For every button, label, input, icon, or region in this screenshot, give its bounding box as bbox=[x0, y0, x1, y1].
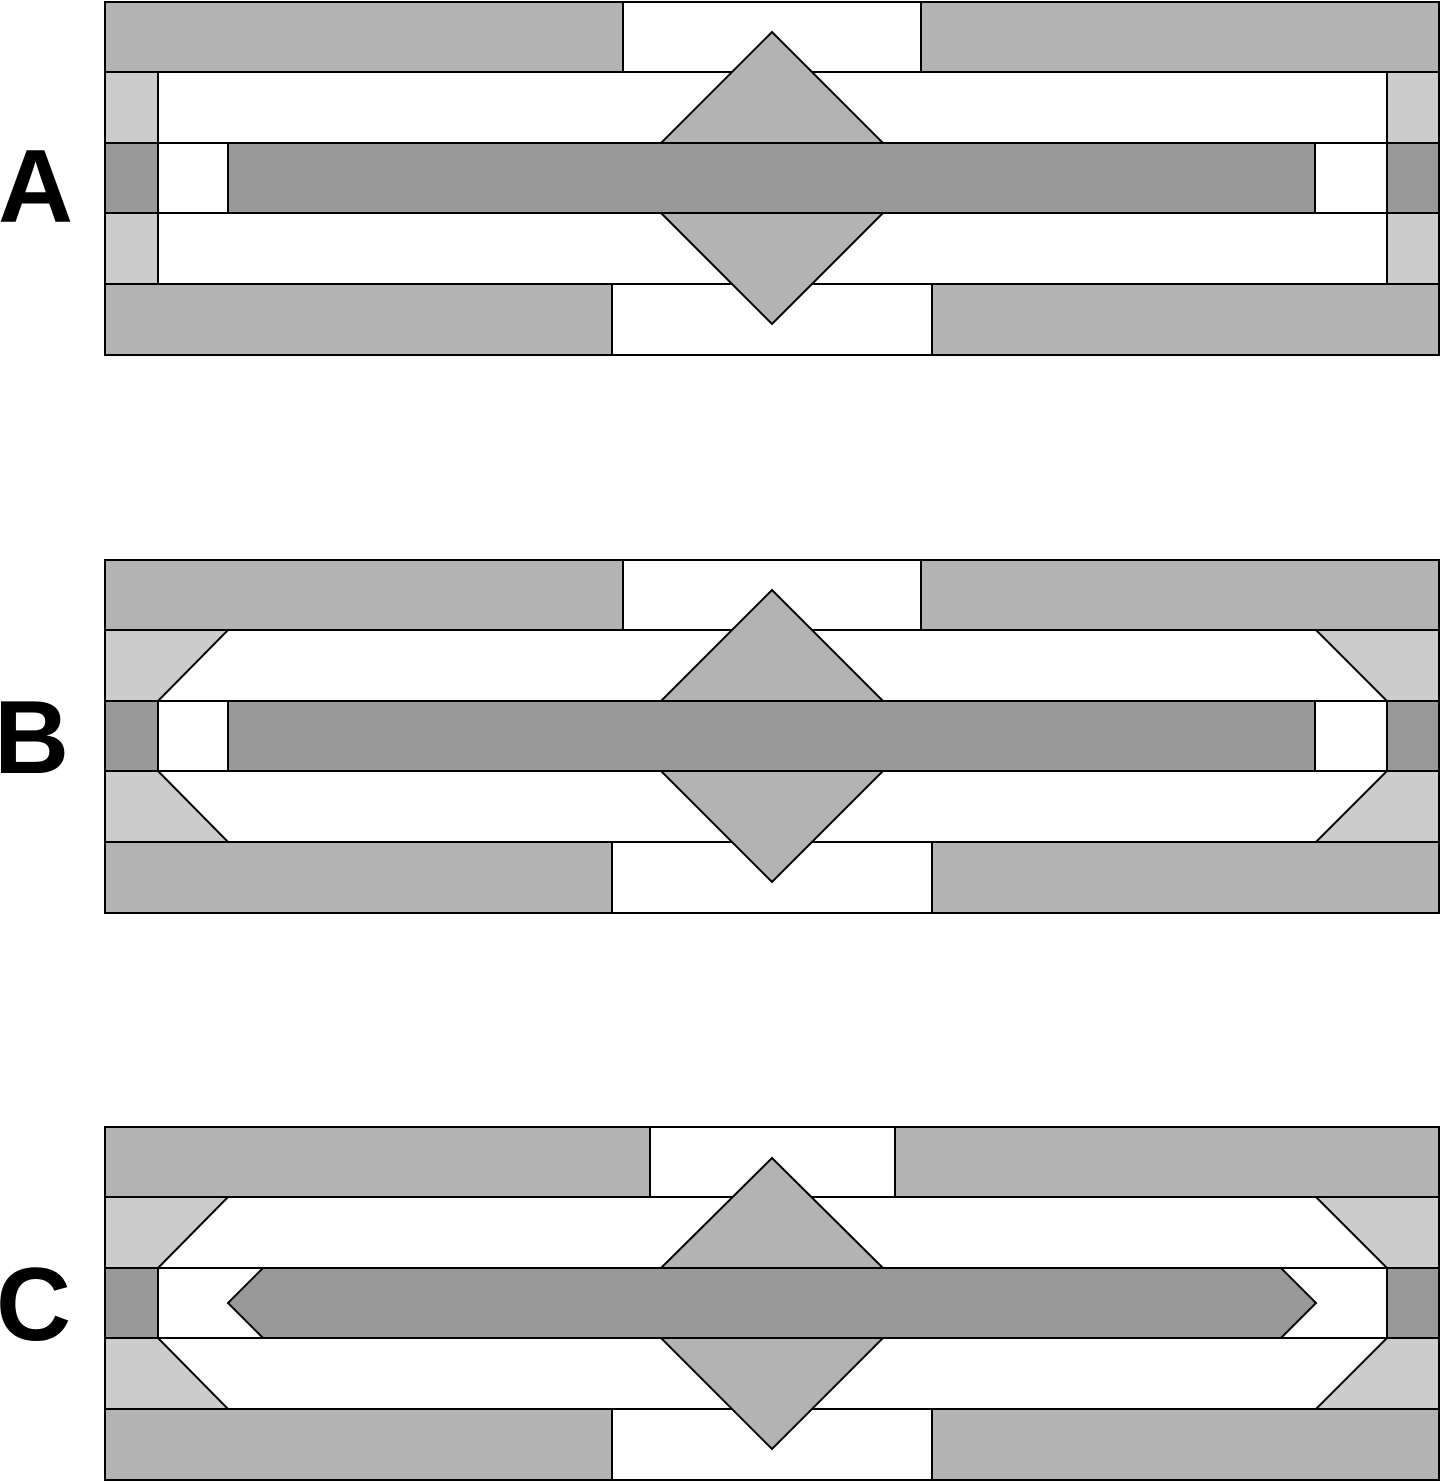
diamond-upper-half bbox=[658, 588, 886, 702]
upper-right-corner-square bbox=[1386, 71, 1440, 144]
panel-label-a: A bbox=[0, 129, 73, 245]
lower-right-corner-square bbox=[1386, 212, 1440, 285]
bottom-right-strip bbox=[931, 1408, 1440, 1481]
center-right-end-square bbox=[1386, 142, 1440, 214]
bottom-right-strip bbox=[931, 841, 1440, 914]
top-right-strip bbox=[894, 1126, 1440, 1198]
top-right-strip bbox=[920, 1, 1440, 73]
panel-label-b: B bbox=[0, 680, 69, 796]
panel-label-c: C bbox=[0, 1247, 71, 1363]
center-dark-bar-pointed bbox=[226, 1267, 1318, 1339]
diamond-upper-half bbox=[658, 30, 886, 144]
diamond-upper-half bbox=[658, 1156, 886, 1269]
diamond-lower-half bbox=[658, 1337, 886, 1451]
lower-left-corner-square bbox=[104, 212, 159, 285]
center-right-end-square bbox=[1386, 1267, 1440, 1339]
top-left-strip bbox=[104, 1126, 651, 1198]
diamond-lower-half bbox=[658, 212, 886, 326]
center-dark-bar bbox=[227, 700, 1316, 772]
panel-border bbox=[104, 1126, 1440, 1481]
center-right-end-square bbox=[1386, 700, 1440, 772]
bottom-right-strip bbox=[931, 283, 1440, 356]
top-left-strip bbox=[104, 559, 624, 631]
bottom-left-strip bbox=[104, 841, 613, 914]
upper-left-corner-square bbox=[104, 71, 159, 144]
top-right-strip bbox=[920, 559, 1440, 631]
center-left-end-square bbox=[104, 700, 159, 772]
center-left-end-square bbox=[104, 1267, 159, 1339]
panel-border bbox=[104, 1, 1440, 356]
bottom-left-strip bbox=[104, 283, 613, 356]
panel-border bbox=[104, 559, 1440, 914]
panel-a bbox=[104, 1, 1440, 356]
panel-c bbox=[104, 1126, 1440, 1481]
center-dark-bar bbox=[227, 142, 1316, 214]
diamond-lower-half bbox=[658, 770, 886, 884]
bottom-left-strip bbox=[104, 1408, 613, 1481]
panel-b bbox=[104, 559, 1440, 914]
center-left-end-square bbox=[104, 142, 159, 214]
top-left-strip bbox=[104, 1, 624, 73]
